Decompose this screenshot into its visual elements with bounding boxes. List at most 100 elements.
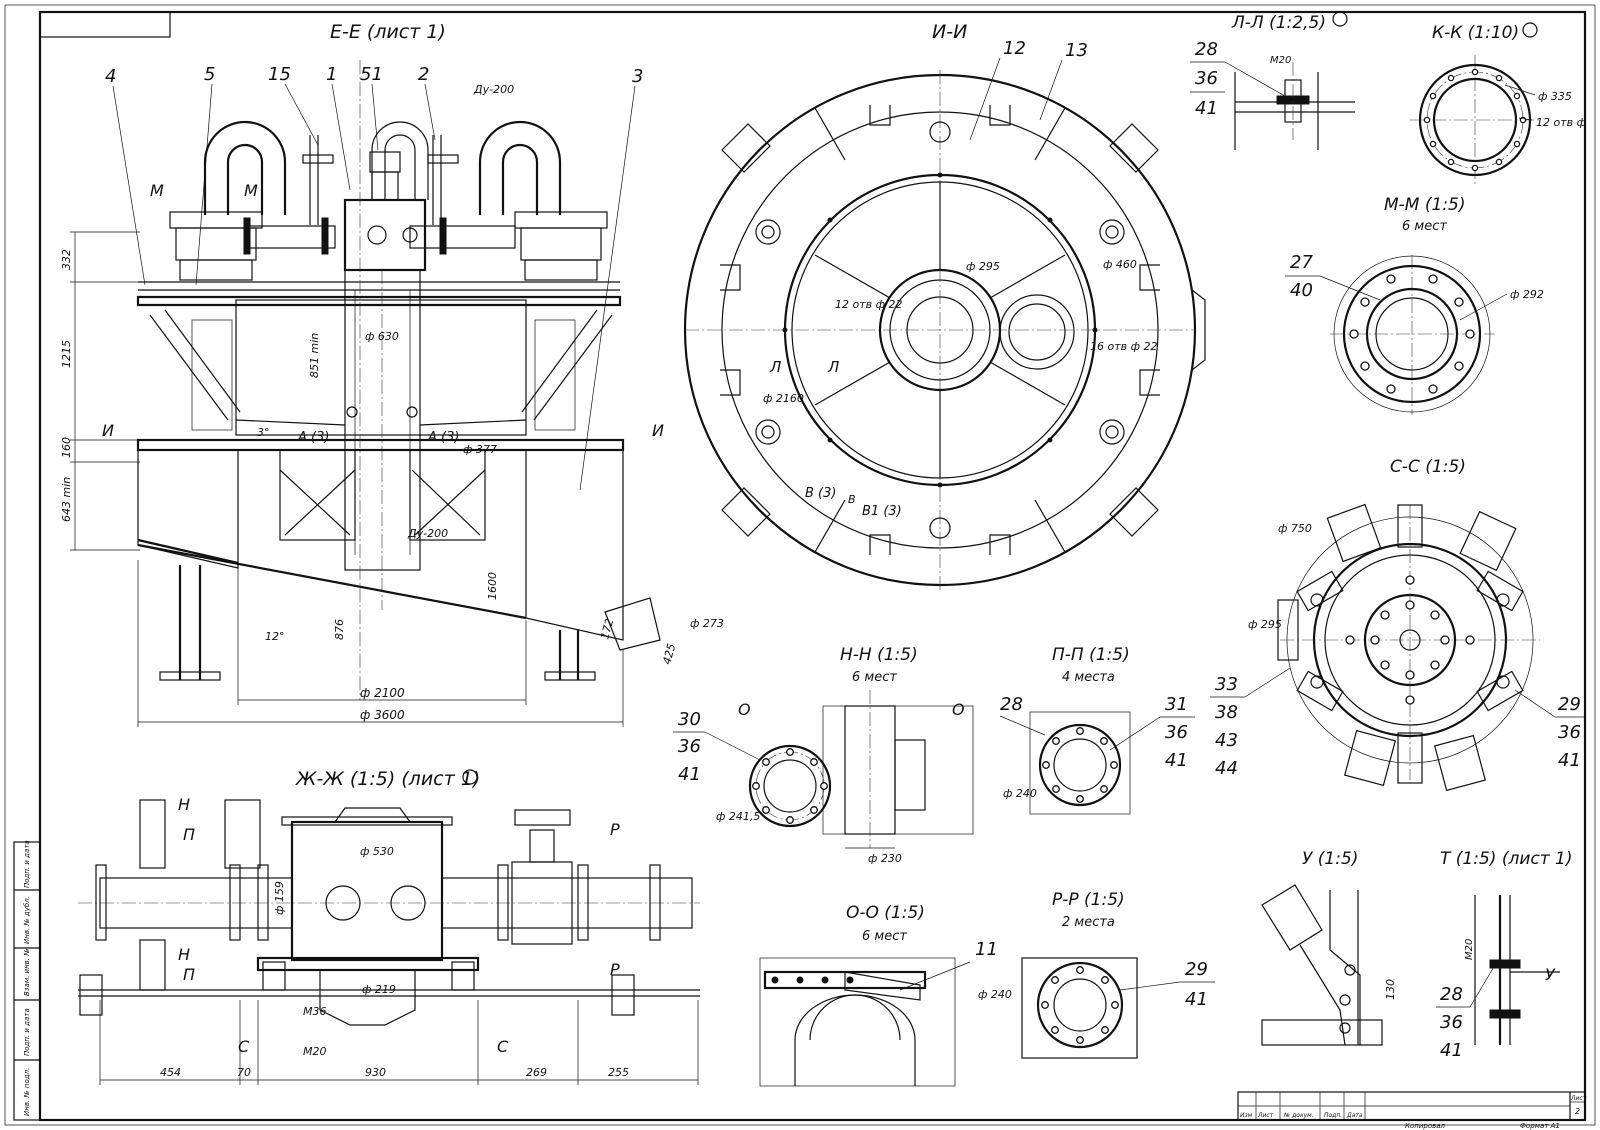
mark-nn-o-left: О [738,700,751,719]
callout-oo-11: 11 [975,939,998,960]
mark-zh-n-top: Н [178,795,190,814]
callout-cc-41: 41 [1558,750,1581,771]
dim-zh-219: ф 219 [362,983,396,996]
callout-3: 3 [632,66,643,87]
view-t: Т (1:5) (лист 1) М20 У 28 36 41 [1436,849,1572,1061]
callout-cc-43: 43 [1215,730,1238,751]
dim-zh-70: 70 [237,1066,251,1079]
dim-ll-m20: М20 [1270,55,1291,66]
dim-643: 643 min [60,477,73,522]
view-kk: К-К (1:10) ф 335 12 отв ф [1410,22,1586,185]
dim-160: 160 [60,437,73,458]
dim-t-m20: М20 [1464,939,1475,960]
view-pp-subtitle: 4 места [1062,670,1115,685]
mark-zh-r-bot: Р [610,960,620,979]
callout-12: 12 [1003,38,1026,59]
callout-pp-36: 36 [1165,722,1188,743]
view-pp-title: П-П (1:5) [1052,645,1130,665]
view-ii: И-И [683,21,1206,590]
rotate-icon [1332,11,1348,27]
tb-copied: Копировал [1405,1122,1446,1130]
rotate-icon-kk [1522,22,1538,38]
tb-col-podp: Подп. [1324,1112,1342,1119]
tb-col-doc: № докум. [1283,1112,1314,1119]
view-rr-subtitle: 2 места [1062,915,1115,930]
stamp-cell-3: Взам. инв. № [23,948,31,996]
mark-zh-c-left: С [238,1037,250,1056]
dim-2100: ф 2100 [360,686,405,700]
view-rr: Р-Р (1:5) 2 места ф 240 29 41 [978,890,1215,1059]
dim-273: ф 273 [690,617,724,630]
view-zhzh-title: Ж-Ж (1:5) (лист 1) [295,768,480,790]
top-left-stamp-box [39,11,171,38]
drawing-frame [38,10,1587,1122]
callout-mm-27: 27 [1290,252,1313,273]
stamp-cell-5: Инв. № подл. [23,1068,31,1116]
section-mark-m-right: М [244,181,258,200]
view-nn: Н-Н (1:5) 6 мест О О 30 36 41 ф 241,5 ф … [673,645,974,865]
tb-sheet-label: Лист [1570,1095,1587,1102]
pp-bolt-holes [1042,727,1118,803]
tb-format: Формат А1 [1520,1122,1560,1130]
label-ii-b3: В (3) [805,486,836,501]
dim-zh-454: 454 [160,1066,181,1079]
view-cc: С-С (1:5) ф 750 ф 295 [1210,457,1585,792]
kk-bolt-holes [1423,68,1527,172]
view-u: У (1:5) 130 [1261,849,1397,1046]
mark-zh-n-bot: Н [178,945,190,964]
dim-ii-16holes: 16 отв ф 22 [1090,340,1158,353]
label-ii-l-right: Л [827,358,839,376]
stamp-cell-2: Инв. № дубл. [23,896,31,944]
view-nn-title: Н-Н (1:5) [840,645,918,665]
callout-rr-41: 41 [1185,989,1208,1010]
side-stamp: Подп. и дата Инв. № дубл. Взам. инв. № П… [13,840,41,1121]
dim-12deg: 12° [265,630,285,643]
dim-1215: 1215 [60,340,73,368]
dim-zh-930: 930 [365,1066,386,1079]
dim-zh-m36: М36 [303,1005,327,1018]
dim-du200-mid: Ду-200 [407,527,448,540]
callout-pp-31: 31 [1165,694,1188,715]
dim-rr-240: ф 240 [978,988,1012,1001]
title-block: Изм Лист № докум. Подп. Дата Лист 2 Копи… [1237,1091,1587,1130]
dim-mm-292: ф 292 [1510,288,1544,301]
dim-ii-295: ф 295 [966,260,1000,273]
dim-cc-295: ф 295 [1248,618,1282,631]
dim-332: 332 [60,249,73,270]
callout-t-36: 36 [1440,1012,1463,1033]
view-t-title: Т (1:5) (лист 1) [1440,849,1572,869]
dim-zh-255: 255 [608,1066,629,1079]
callout-51: 51 [360,64,383,85]
dim-cc-750: ф 750 [1278,522,1312,535]
dim-ii-12holes: 12 отв ф 22 [835,298,903,311]
dim-377: ф 377 [463,443,497,456]
dim-kk-335: ф 335 [1538,90,1572,103]
dim-3deg: 3° [257,426,270,439]
callout-cc-29: 29 [1558,694,1581,715]
callout-cc-38: 38 [1215,702,1238,723]
view-ii-title: И-И [932,21,967,43]
dim-zh-530: ф 530 [360,845,394,858]
label-ii-v: В [848,493,856,506]
dim-ii-460: ф 460 [1103,258,1137,271]
tb-col-list: Лист [1257,1112,1274,1119]
dim-630: ф 630 [365,330,399,343]
callout-nn-30: 30 [678,709,701,730]
view-u-title: У (1:5) [1302,849,1358,869]
callout-cc-36: 36 [1558,722,1581,743]
callout-cc-44: 44 [1215,758,1238,779]
cc-bolt-holes [1345,575,1475,705]
view-pp: П-П (1:5) 4 места 28 31 36 41 ф 240 [999,645,1195,815]
dim-3600: ф 3600 [360,708,405,722]
mm-bolt-holes [1349,274,1475,394]
mark-t-u: У [1545,965,1556,984]
view-oo-subtitle: 6 мест [862,929,907,944]
callout-13: 13 [1065,40,1088,61]
dim-172: 172 [598,617,616,641]
tb-sheet-number: 2 [1575,1107,1580,1116]
view-oo-title: О-О (1:5) [846,903,925,923]
view-mm-subtitle: 6 мест [1402,219,1447,234]
callout-15: 15 [268,64,291,85]
section-mark-i-right: И [652,421,664,440]
